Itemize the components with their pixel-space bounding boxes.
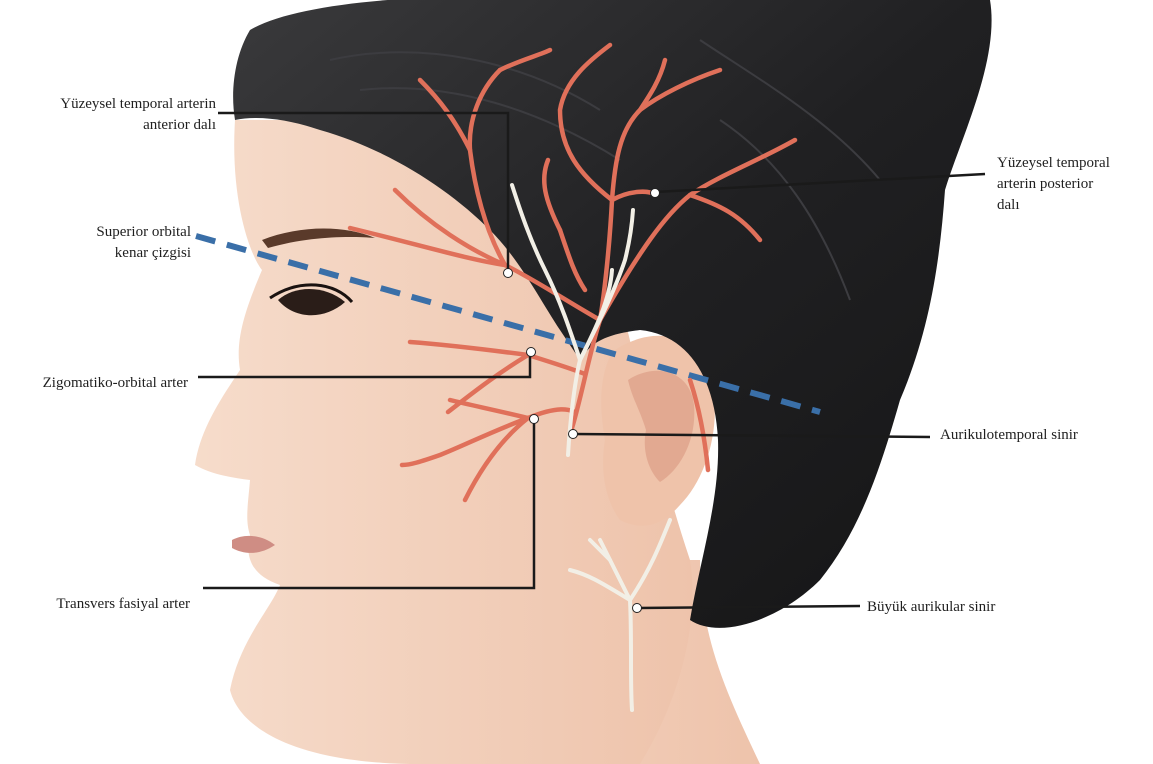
label-line: dalı (997, 195, 1110, 216)
label-line: Zigomatiko-orbital arter (43, 373, 188, 394)
label-line: Aurikulotemporal sinir (940, 425, 1078, 446)
label-line: Transvers fasiyal arter (56, 594, 190, 615)
label-sta-posterior-branch: Yüzeysel temporal arterin posterior dalı (997, 153, 1110, 216)
label-line: kenar çizgisi (96, 243, 191, 264)
label-transverse-facial-artery: Transvers fasiyal arter (56, 594, 190, 615)
label-line: arterin posterior (997, 174, 1110, 195)
label-line: anterior dalı (60, 115, 216, 136)
label-line: Büyük aurikular sinir (867, 597, 995, 618)
label-superior-orbital-rim-line: Superior orbital kenar çizgisi (96, 222, 191, 264)
label-line: Superior orbital (96, 222, 191, 243)
label-zygomatico-orbital-artery: Zigomatiko-orbital arter (43, 373, 188, 394)
label-line: Yüzeysel temporal (997, 153, 1110, 174)
label-auriculotemporal-nerve: Aurikulotemporal sinir (940, 425, 1078, 446)
label-line: Yüzeysel temporal arterin (60, 94, 216, 115)
label-sta-anterior-branch: Yüzeysel temporal arterin anterior dalı (60, 94, 216, 136)
label-great-auricular-nerve: Büyük aurikular sinir (867, 597, 995, 618)
